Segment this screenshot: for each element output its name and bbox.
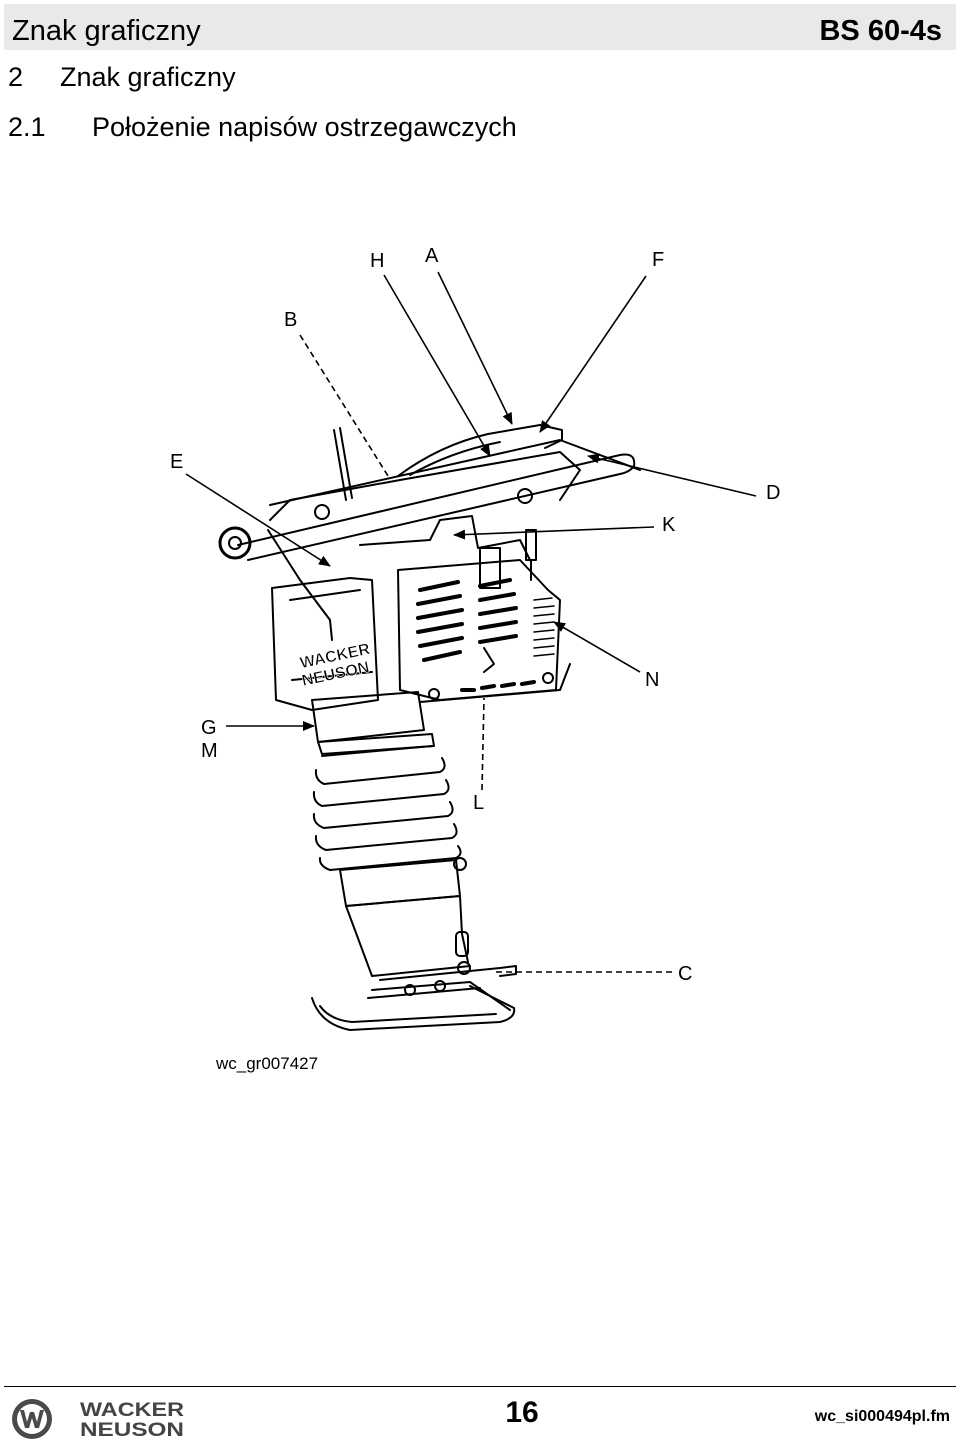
footer-rule [4, 1386, 956, 1387]
machine-drawing: WACKER NEUSON [218, 424, 641, 1031]
callout-g: G [201, 717, 217, 739]
callout-k: K [662, 514, 676, 536]
heading-2-text: Położenie napisów ostrzegawczych [92, 112, 517, 142]
logo-text: WACKER [80, 1400, 184, 1421]
figure-id: wc_gr007427 [215, 1054, 318, 1073]
callout-l: L [473, 792, 484, 814]
callout-b: B [284, 309, 297, 331]
heading-2-number: 2.1 [8, 112, 46, 142]
callout-c: C [678, 963, 692, 985]
callout-e: E [170, 451, 183, 473]
heading-1-number: 2 [8, 62, 24, 92]
callout-f: F [652, 249, 664, 271]
heading-1-text: Znak graficzny [60, 62, 236, 92]
heading-2: 2.1 Położenie napisów ostrzegawczych [8, 110, 517, 144]
callout-m: M [201, 740, 218, 762]
wacker-neuson-logo: WACKER NEUSON [12, 1399, 184, 1441]
heading-1: 2 Znak graficzny [8, 60, 236, 94]
callout-n: N [645, 669, 659, 691]
callout-d: D [766, 482, 780, 504]
rammer-diagram: WACKER NEUSON [170, 245, 780, 1073]
header-bar: Znak graficzny BS 60-4s [4, 4, 956, 50]
callout-a: A [425, 245, 439, 267]
header-section-title: Znak graficzny [12, 15, 201, 47]
header-model: BS 60-4s [819, 15, 942, 47]
page-number: 16 [505, 1396, 539, 1429]
callout-leaders [185, 271, 757, 973]
callout-h: H [370, 250, 384, 272]
svg-text:NEUSON: NEUSON [80, 1420, 184, 1441]
file-name: wc_si000494pl.fm [814, 1408, 950, 1425]
